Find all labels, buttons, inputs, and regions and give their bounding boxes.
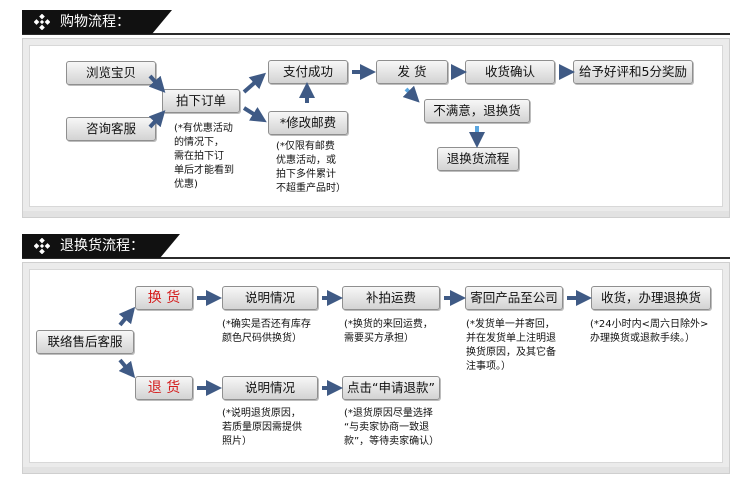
arrow-order-modify	[242, 106, 267, 123]
step-receive-process: 收货，办理退换货	[591, 286, 711, 310]
arrow-consult-order	[148, 110, 166, 129]
purchase-panel-foot	[23, 211, 729, 217]
note-send-back: (*发货单一并寄回， 并在发货单上注明退 换货原因，及其它备 注事项。）	[466, 319, 556, 372]
step-pay-shipping: 补拍运费	[342, 286, 440, 310]
step-contact-service: 联络售后客服	[36, 330, 134, 354]
note-explain-refund: (*说明退货原因， 若质量原因需提供 照片）	[222, 408, 302, 447]
step-order: 拍下订单	[162, 89, 240, 113]
returns-header-title: 退换货流程：	[60, 238, 144, 254]
arrow-order-paid	[242, 72, 267, 94]
step-consult: 咨询客服	[66, 117, 156, 141]
step-ship: 发 货	[376, 60, 448, 84]
purchase-header-title: 购物流程：	[60, 14, 130, 30]
note-explain-exchange: (*确实是否还有库存 颜色尺码供换货）	[222, 319, 311, 344]
step-confirm-receipt: 收货确认	[465, 60, 555, 84]
step-exchange: 换 货	[135, 286, 193, 310]
note-receive-process: (*24小时内<周六日除外> 办理换货或退款手续。）	[590, 319, 709, 344]
arrow-contact-refund	[118, 358, 136, 379]
note-pay-shipping: (*换货的来回运费， 需要买方承担）	[344, 319, 433, 344]
step-unsatisfied: 不满意，退换货	[424, 99, 530, 123]
step-return-process: 退换货流程	[437, 147, 519, 171]
returns-header-rule	[22, 257, 730, 259]
arrows-purchase	[148, 64, 575, 148]
note-shipping: (*仅限有邮费 优惠活动，或 拍下多件累计 不超重产品时）	[276, 141, 346, 194]
arrow-contact-exchange	[118, 306, 136, 327]
note-apply-refund: (*退货原因尽量选择 “与卖家协商一致退 款”，等待卖家确认）	[344, 408, 440, 447]
arrow-browse-order	[148, 74, 166, 93]
purchase-header-rule	[22, 33, 730, 35]
step-modify-shipping: *修改邮费	[268, 111, 348, 135]
step-browse: 浏览宝贝	[66, 61, 156, 85]
returns-panel-foot	[23, 467, 729, 473]
step-send-back: 寄回产品至公司	[465, 286, 563, 310]
purchase-header: 购物流程：	[22, 10, 172, 34]
step-apply-refund: 点击“申请退款”	[342, 376, 440, 400]
arrow-ship-unsatisfied	[402, 85, 420, 103]
note-order: (*有优惠活动 的情况下， 需在拍下订 单后才能看到 优惠)	[174, 123, 234, 190]
diamond-cluster-icon	[34, 14, 50, 30]
returns-header: 退换货流程：	[22, 234, 180, 258]
step-refund: 退 货	[135, 376, 193, 400]
step-explain-exchange: 说明情况	[222, 286, 318, 310]
diamond-cluster-icon	[34, 238, 50, 254]
step-explain-refund: 说明情况	[222, 376, 318, 400]
